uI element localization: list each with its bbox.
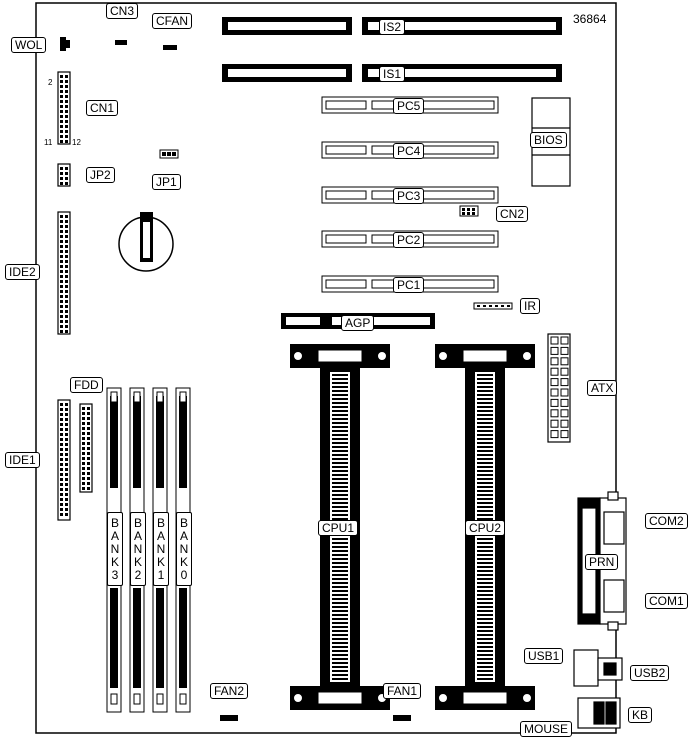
- ir-header: [473, 302, 513, 310]
- isa-slot-is2: [222, 17, 562, 35]
- label-com2: COM2: [645, 513, 688, 529]
- label-atx: ATX: [587, 380, 618, 396]
- screw-hole: [292, 692, 304, 704]
- label-cn1-pin12: 12: [72, 138, 81, 147]
- fan1-header: [393, 715, 411, 721]
- cfan-header: [163, 45, 177, 50]
- label-cpu1: CPU1: [318, 520, 359, 536]
- label-cn2: CN2: [496, 206, 529, 222]
- label-pc3: PC3: [393, 188, 425, 204]
- label-com1: COM1: [645, 593, 688, 609]
- ide1-connector: [57, 399, 71, 521]
- label-agp: AGP: [341, 315, 375, 331]
- label-ide2: IDE2: [5, 264, 40, 280]
- label-usb2: USB2: [630, 665, 670, 681]
- label-jp1: JP1: [152, 174, 181, 190]
- screw-hole: [437, 692, 449, 704]
- jp1-jumper: [159, 149, 179, 159]
- fan2-header: [220, 715, 238, 721]
- label-fan1: FAN1: [383, 683, 422, 699]
- label-pc5: PC5: [393, 98, 425, 114]
- screw-hole: [437, 350, 449, 362]
- label-jp2: JP2: [86, 167, 115, 183]
- board-model-number: 36864: [573, 12, 607, 26]
- label-kb: KB: [628, 707, 653, 723]
- cn2-header: [459, 205, 479, 217]
- label-cpu2: CPU2: [465, 520, 506, 536]
- label-cn1: CN1: [86, 100, 119, 116]
- isa-slot-is1: [222, 64, 562, 82]
- atx-power-connector: [547, 333, 571, 443]
- label-prn: PRN: [585, 554, 619, 570]
- battery: [118, 212, 174, 272]
- usb-ports: [573, 649, 623, 687]
- cn3-header: [115, 40, 127, 45]
- label-cfan: CFAN: [152, 13, 193, 29]
- label-pc1: PC1: [393, 277, 425, 293]
- fdd-connector: [79, 403, 93, 493]
- ide2-connector: [57, 211, 71, 335]
- label-is1: IS1: [379, 66, 406, 82]
- screw-hole: [376, 350, 388, 362]
- label-wol: WOL: [11, 37, 47, 53]
- label-pc2: PC2: [393, 232, 425, 248]
- label-fdd: FDD: [70, 377, 103, 393]
- wol-connector: [60, 37, 70, 51]
- screw-hole: [521, 350, 533, 362]
- label-fan2: FAN2: [210, 683, 249, 699]
- label-cn1-pin11: 11: [44, 138, 53, 147]
- cn1-header: [57, 71, 71, 145]
- label-cn3: CN3: [106, 3, 139, 19]
- label-usb1: USB1: [524, 648, 564, 664]
- label-is2: IS2: [379, 19, 406, 35]
- screw-hole: [292, 350, 304, 362]
- label-mouse: MOUSE: [520, 721, 573, 737]
- label-ide1: IDE1: [5, 452, 40, 468]
- jp2-jumper: [57, 163, 71, 187]
- label-pc4: PC4: [393, 143, 425, 159]
- label-ir: IR: [520, 298, 540, 314]
- ps2-ports: [577, 697, 621, 729]
- label-cn1-pin2: 2: [48, 78, 53, 87]
- screw-hole: [521, 692, 533, 704]
- label-bios: BIOS: [530, 132, 567, 148]
